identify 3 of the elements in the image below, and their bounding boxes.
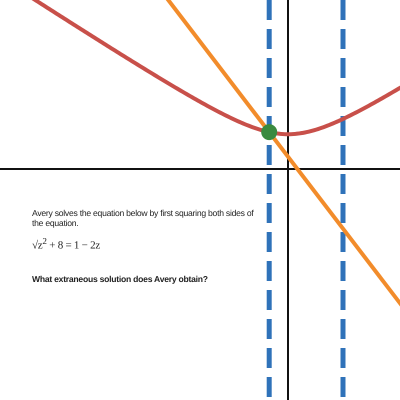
instruction-text: Avery solves the equation below by first squaring both sides of the equation. (32, 208, 254, 229)
equation: √z$^{2}$ + 8 = 1 − 2z (32, 236, 100, 253)
question: What extraneous solution does Avery obtain? (32, 274, 209, 284)
